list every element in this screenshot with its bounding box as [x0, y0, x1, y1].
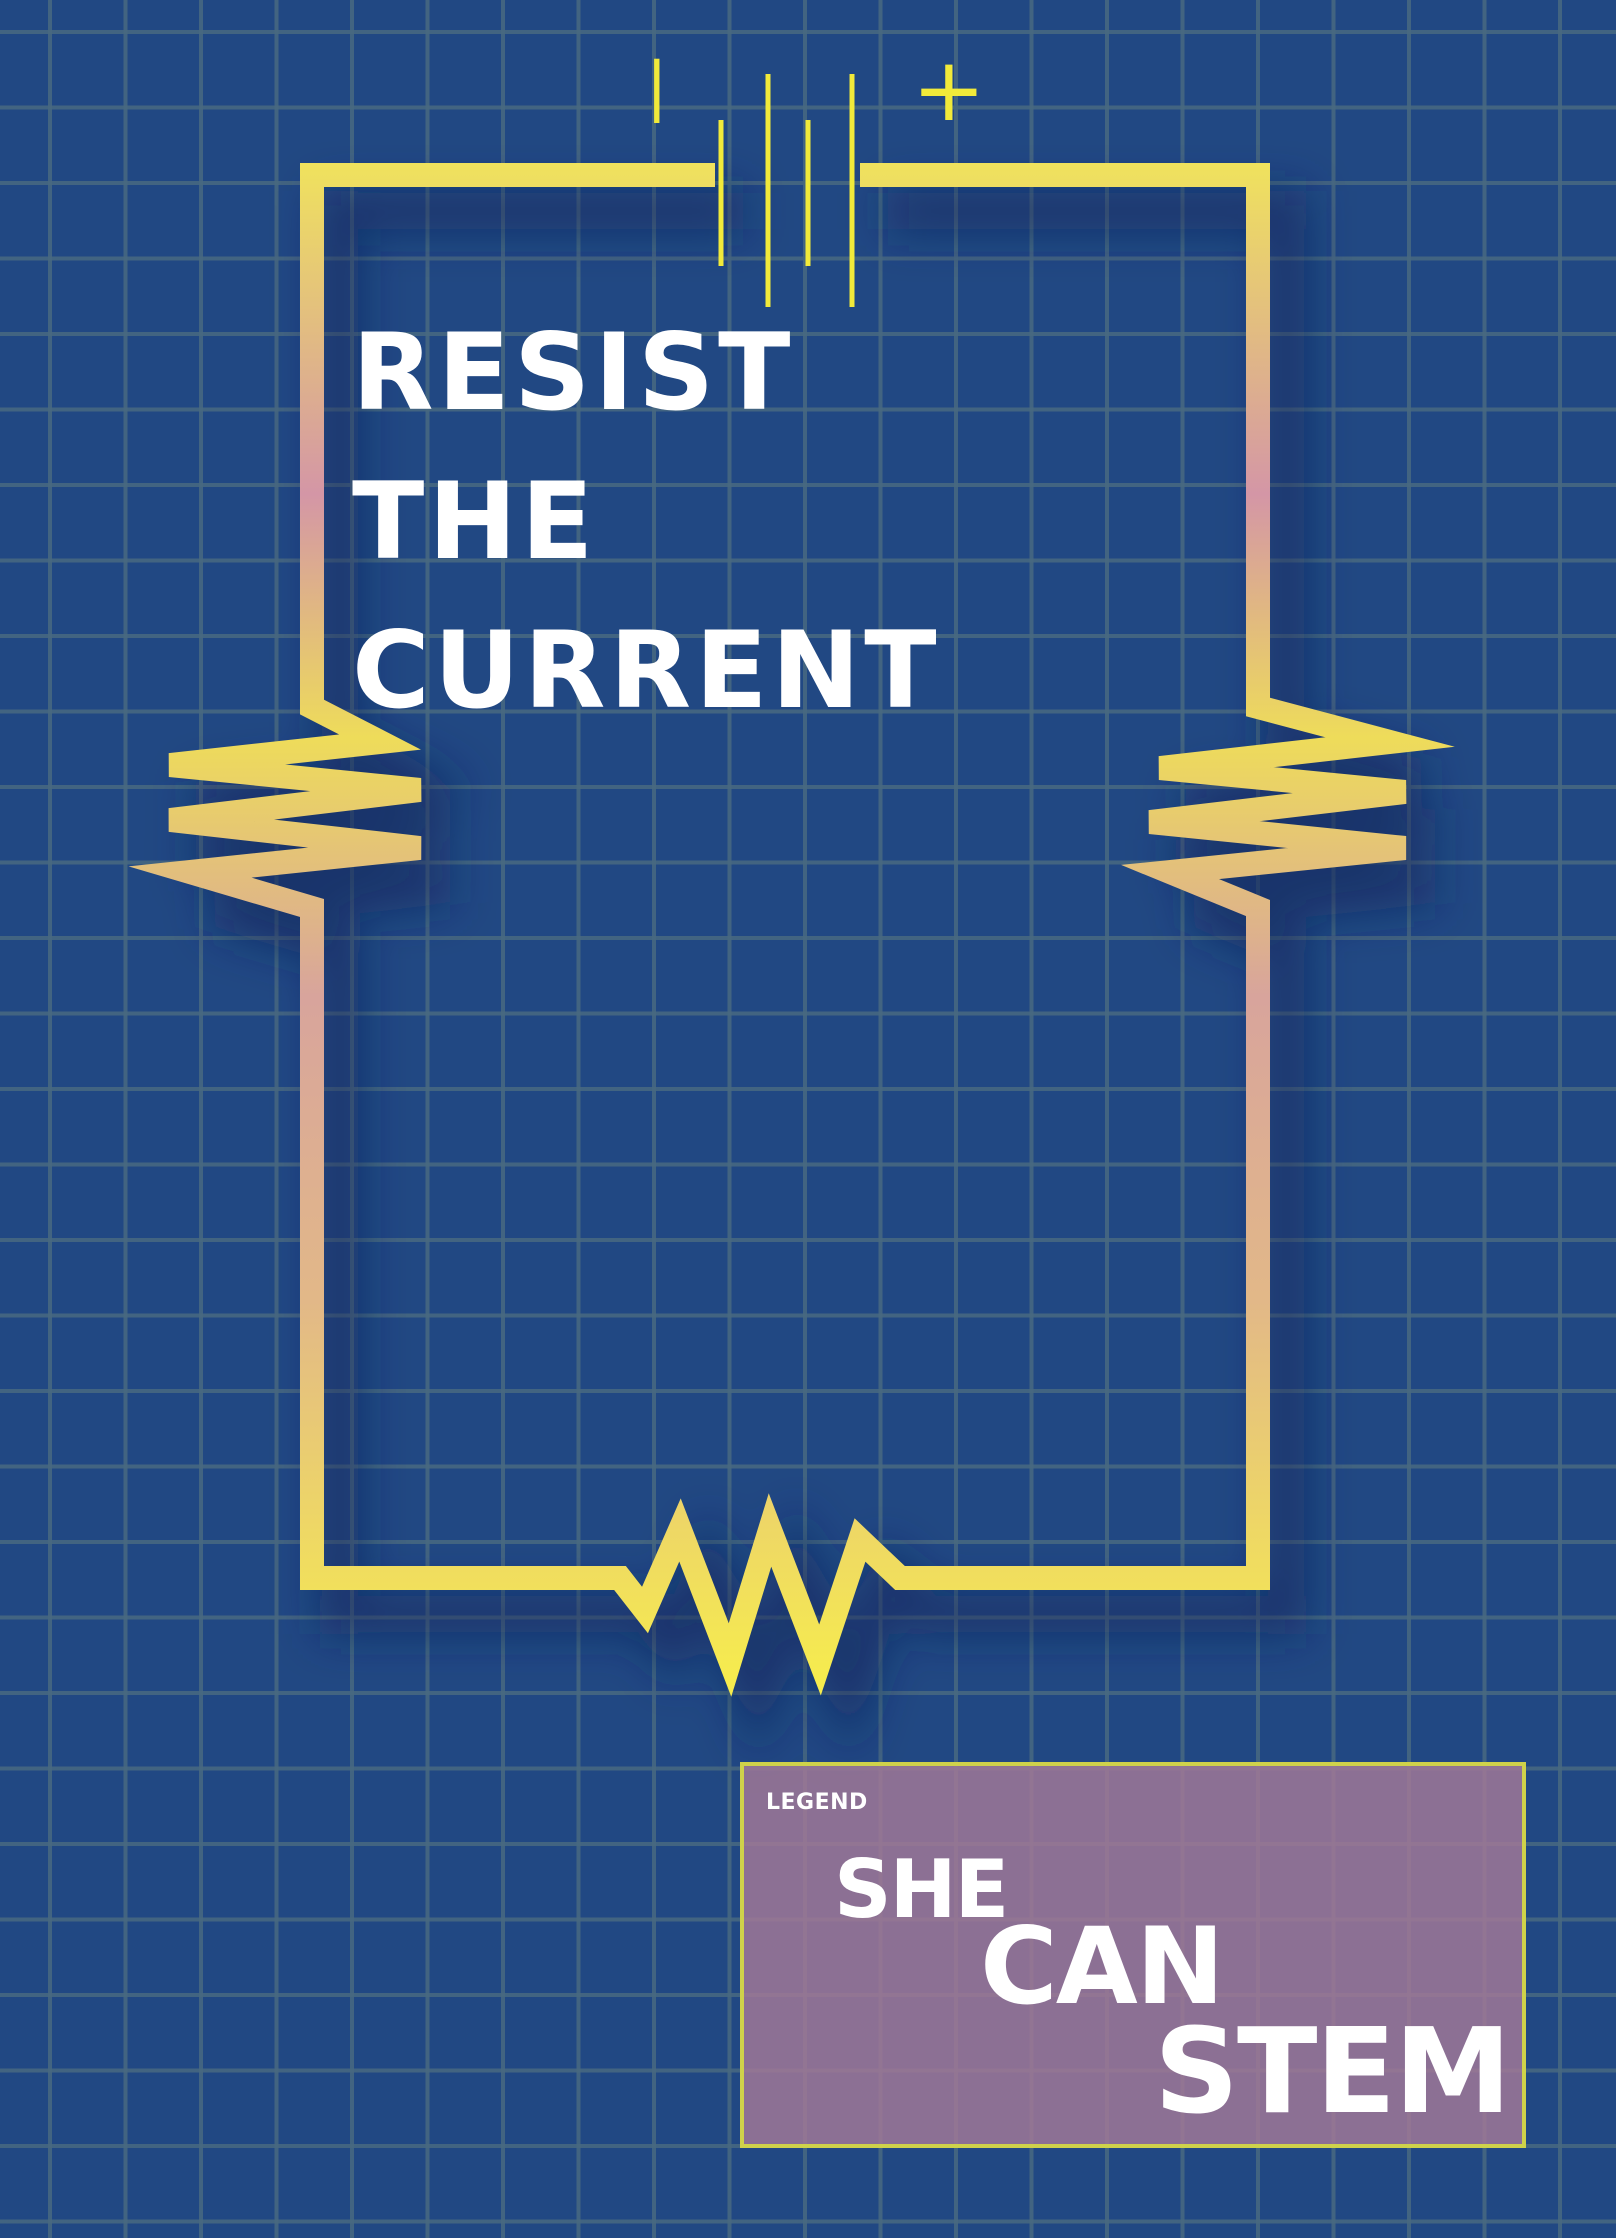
headline-line-current: CURRENT — [352, 609, 941, 732]
battery-symbol — [718, 74, 855, 307]
legend-word-stem: STEM — [1154, 2002, 1512, 2140]
circuit-shadow — [195, 191, 1436, 1758]
poster-headline: RESIST THE CURRENT — [352, 298, 941, 745]
headline-line-the: THE — [352, 460, 598, 583]
headline-line-resist: RESIST — [352, 311, 795, 434]
battery-minus-sign: | — [646, 50, 668, 124]
battery-plus-sign: + — [912, 38, 986, 141]
legend-label: LEGEND — [766, 1790, 868, 1815]
circuit-wire — [128, 163, 1455, 1697]
legend-word-can: CAN — [980, 1905, 1225, 2028]
legend-word-she: SHE — [834, 1843, 1009, 1936]
legend-box: LEGEND SHE CAN STEM — [740, 1762, 1526, 2148]
